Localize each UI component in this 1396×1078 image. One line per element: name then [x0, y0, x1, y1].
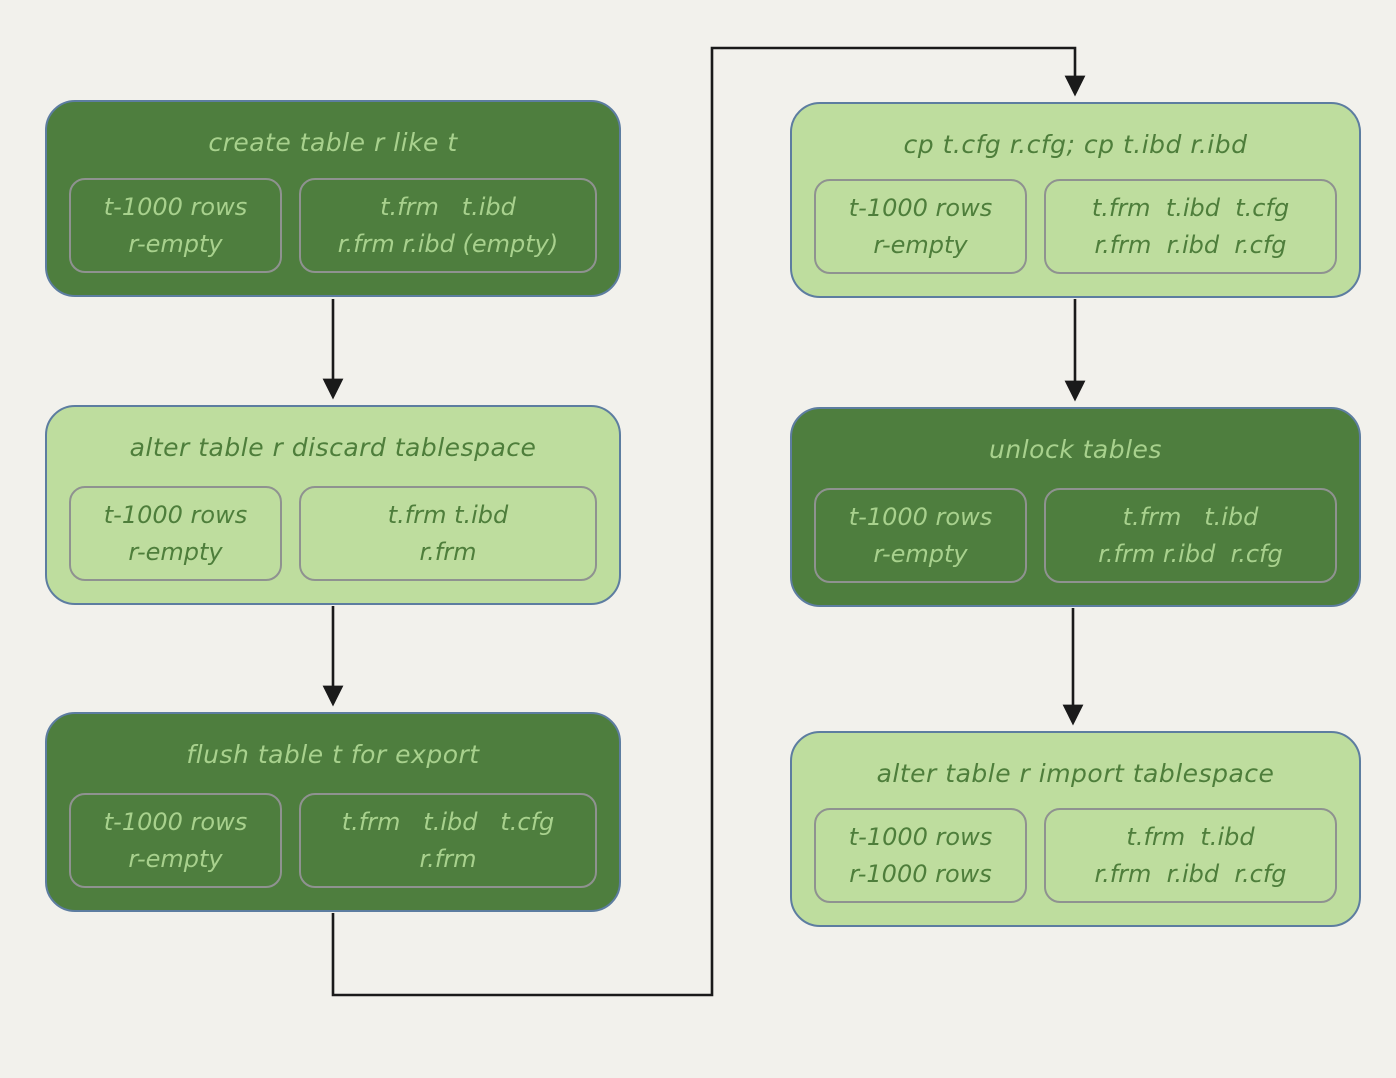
step-copy-files: cp t.cfg r.cfg; cp t.ibd r.ibd t-1000 ro… — [790, 102, 1361, 298]
table-state-box: t-1000 rows r-empty — [814, 488, 1027, 583]
step-title: cp t.cfg r.cfg; cp t.ibd r.ibd — [903, 130, 1248, 159]
table-state-box: t-1000 rows r-empty — [69, 178, 282, 273]
step-unlock-tables: unlock tables t-1000 rows r-empty t.frm … — [790, 407, 1361, 607]
state-line: t-1000 rows — [848, 193, 993, 222]
state-line: r-empty — [128, 537, 223, 566]
step-title: flush table t for export — [186, 740, 480, 769]
files-line: t.frm t.ibd — [387, 500, 509, 529]
files-box: t.frm t.ibd t.cfg r.frm r.ibd r.cfg — [1044, 179, 1337, 274]
step-title: alter table r discard tablespace — [129, 433, 537, 462]
files-line: t.frm t.ibd — [1126, 822, 1255, 851]
state-line: r-empty — [128, 229, 223, 258]
files-line: t.frm t.ibd — [380, 192, 516, 221]
files-line: r.frm r.ibd (empty) — [337, 229, 559, 258]
state-line: t-1000 rows — [848, 822, 993, 851]
step-title: unlock tables — [989, 435, 1162, 464]
state-line: t-1000 rows — [103, 500, 248, 529]
state-line: t-1000 rows — [103, 807, 248, 836]
files-line: t.frm t.ibd — [1122, 502, 1259, 531]
files-line: r.frm — [419, 537, 477, 566]
files-line: t.frm t.ibd t.cfg — [341, 807, 555, 836]
table-state-box: t-1000 rows r-1000 rows — [814, 808, 1027, 903]
state-line: r-empty — [873, 230, 968, 259]
files-box: t.frm t.ibd t.cfg r.frm — [299, 793, 597, 888]
step-title: alter table r import tablespace — [876, 759, 1275, 788]
files-line: r.frm — [419, 844, 477, 873]
files-box: t.frm t.ibd r.frm — [299, 486, 597, 581]
files-box: t.frm t.ibd r.frm r.ibd (empty) — [299, 178, 597, 273]
step-flush-table: flush table t for export t-1000 rows r-e… — [45, 712, 621, 912]
files-line: t.frm t.ibd t.cfg — [1091, 193, 1290, 222]
files-line: r.frm r.ibd r.cfg — [1094, 230, 1287, 259]
files-line: r.frm r.ibd r.cfg — [1098, 539, 1283, 568]
state-line: r-1000 rows — [849, 859, 992, 888]
state-line: t-1000 rows — [848, 502, 993, 531]
table-state-box: t-1000 rows r-empty — [814, 179, 1027, 274]
files-line: r.frm r.ibd r.cfg — [1094, 859, 1287, 888]
state-line: r-empty — [128, 844, 223, 873]
step-title: create table r like t — [208, 128, 458, 157]
files-box: t.frm t.ibd r.frm r.ibd r.cfg — [1044, 808, 1337, 903]
files-box: t.frm t.ibd r.frm r.ibd r.cfg — [1044, 488, 1337, 583]
state-line: r-empty — [873, 539, 968, 568]
state-line: t-1000 rows — [103, 192, 248, 221]
step-create-table: create table r like t t-1000 rows r-empt… — [45, 100, 621, 297]
step-discard-tablespace: alter table r discard tablespace t-1000 … — [45, 405, 621, 605]
table-state-box: t-1000 rows r-empty — [69, 793, 282, 888]
table-state-box: t-1000 rows r-empty — [69, 486, 282, 581]
step-import-tablespace: alter table r import tablespace t-1000 r… — [790, 731, 1361, 927]
